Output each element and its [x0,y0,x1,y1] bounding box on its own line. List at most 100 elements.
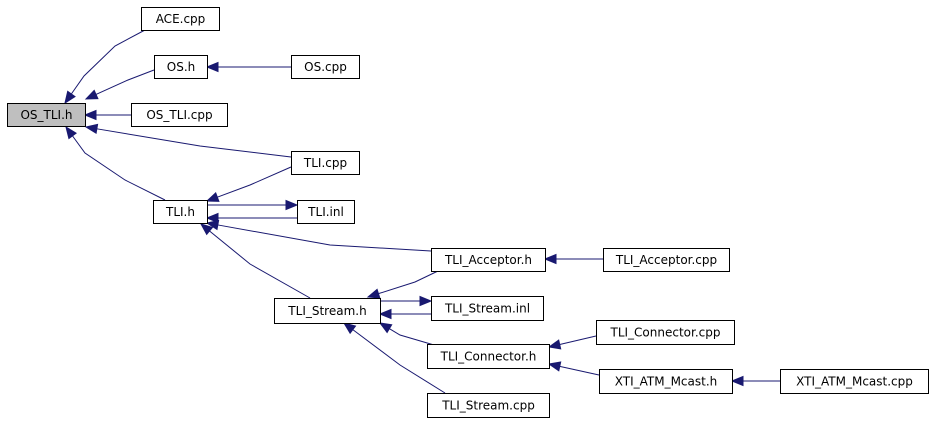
node-xti-atm-mcast-h[interactable]: XTI_ATM_Mcast.h [599,369,733,394]
node-box[interactable] [141,7,220,31]
node-label: TLI_Acceptor.cpp [615,253,717,267]
node-label: TLI_Stream.h [287,304,366,318]
edge-line [95,69,155,95]
node-tli-inl[interactable]: TLI.inl [297,200,355,224]
edge-line [559,335,597,345]
node-label: TLI_Acceptor.h [444,253,532,267]
edge-line [389,328,435,346]
edge-arrowhead [84,89,99,100]
node-label: TLI.h [165,205,195,219]
node-tli-stream-cpp[interactable]: TLI_Stream.cpp [427,393,550,418]
edge-arrowhead [65,125,77,140]
edge-arrowhead [84,123,99,135]
edge-arrowhead [378,308,392,320]
node-box[interactable] [291,55,360,79]
node-label: OS.cpp [304,60,347,74]
edge-os-h-to-os-tli-h [84,69,155,100]
edge-arrowhead [366,288,381,299]
node-box[interactable] [780,369,929,394]
node-os-cpp[interactable]: OS.cpp [291,55,360,79]
edge-arrowhead [205,219,220,231]
edge-line [217,224,432,252]
node-box[interactable] [274,298,381,324]
edge-tli-acceptor-cpp-to-tli-acceptor-h [543,253,603,265]
node-label: OS_TLI.h [20,108,72,122]
node-label: TLI_Stream.cpp [441,399,535,413]
edge-line [70,29,146,95]
edge-line [209,230,311,299]
edge-arrowhead [205,192,220,202]
node-box[interactable] [596,320,735,345]
edge-tli-stream-h-to-tli-h [199,223,311,299]
node-tli-connector-h[interactable]: TLI_Connector.h [427,344,550,369]
edge-tli-connector-cpp-to-tli-connector-h [547,335,597,350]
edge-arrowhead [419,295,433,307]
node-box[interactable] [154,55,208,79]
edge-tli-inl-to-tli-h [205,212,297,224]
node-box[interactable] [431,296,544,321]
node-box[interactable] [431,248,546,272]
node-box[interactable] [153,200,208,224]
edge-tli-cpp-to-os-tli-h [84,123,292,158]
edge-arrowhead [205,212,219,224]
edge-tli-acceptor-h-to-tli-h [205,219,432,252]
node-tli-h[interactable]: TLI.h [153,200,208,224]
node-tli-acceptor-h[interactable]: TLI_Acceptor.h [431,248,546,272]
node-box[interactable] [131,103,228,127]
node-tli-stream-h[interactable]: TLI_Stream.h [274,298,381,324]
node-xti-atm-mcast-cpp[interactable]: XTI_ATM_Mcast.cpp [780,369,929,394]
edge-line [559,365,600,376]
node-label: TLI.cpp [303,156,347,170]
node-tli-connector-cpp[interactable]: TLI_Connector.cpp [596,320,735,345]
node-tli-stream-inl[interactable]: TLI_Stream.inl [431,296,544,321]
node-label: XTI_ATM_Mcast.h [615,375,718,389]
edge-tli-connector-h-to-tli-stream-h [378,322,435,346]
edge-xti-atm-mcast-h-to-tli-connector-h [547,361,600,376]
edge-arrowhead [64,90,76,105]
edge-arrowhead [547,339,562,350]
edges-layer [64,29,780,394]
edge-arrowhead [543,253,557,265]
edge-tli-h-to-os-tli-h [65,125,166,201]
edge-tli-stream-inl-to-tli-stream-h [378,308,431,320]
edge-arrowhead [378,322,393,334]
node-tli-cpp[interactable]: TLI.cpp [291,151,360,175]
edge-arrowhead [730,375,744,387]
edge-line [352,329,446,394]
edge-arrowhead [547,361,562,372]
node-box[interactable] [603,248,730,272]
edge-tli-stream-h-to-tli-stream-inl [380,295,433,307]
node-label: ACE.cpp [156,12,206,26]
node-box[interactable] [427,344,550,369]
node-label: OS.h [167,60,195,74]
edge-tli-acceptor-h-to-tli-stream-h [366,270,439,299]
edge-line [72,135,166,201]
edge-line [378,270,439,295]
node-os-tli-h[interactable]: OS_TLI.h [7,103,86,127]
edge-arrowhead [199,223,214,236]
edge-tli-cpp-to-tli-h [205,166,292,202]
node-label: XTI_ATM_Mcast.cpp [796,375,913,389]
node-box[interactable] [291,151,360,175]
edge-os-tli-cpp-to-os-tli-h [83,109,131,121]
edge-xti-atm-mcast-cpp-to-xti-atm-mcast-h [730,375,780,387]
node-os-h[interactable]: OS.h [154,55,208,79]
node-box[interactable] [297,200,355,224]
edge-os-cpp-to-os-h [205,61,291,73]
node-box[interactable] [599,369,733,394]
edge-arrowhead [285,199,299,211]
edge-line [96,128,292,158]
node-tli-acceptor-cpp[interactable]: TLI_Acceptor.cpp [603,248,730,272]
edge-tli-stream-cpp-to-tli-stream-h [342,322,446,394]
node-label: TLI_Connector.h [440,350,537,364]
node-os-tli-cpp[interactable]: OS_TLI.cpp [131,103,228,127]
node-box[interactable] [7,103,86,127]
node-box[interactable] [427,393,550,418]
edge-tli-h-to-tli-inl [207,199,299,211]
edge-line [217,166,292,198]
node-ace-cpp[interactable]: ACE.cpp [141,7,220,31]
edge-arrowhead [342,322,357,335]
edge-arrowhead [205,61,219,73]
